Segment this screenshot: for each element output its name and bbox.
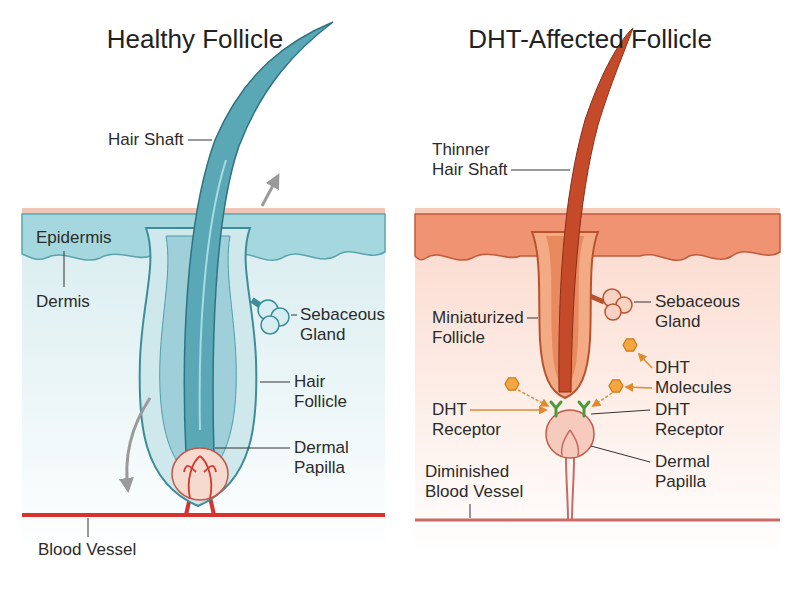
- receptor-symbol: [551, 402, 561, 416]
- capillary: [570, 430, 578, 456]
- vessel-branch: [566, 457, 568, 520]
- leader-line: [291, 315, 297, 316]
- leader-line: [591, 446, 650, 462]
- leader-lines: [64, 140, 297, 537]
- flow-arrow: [127, 398, 150, 490]
- dermis-region: [415, 212, 780, 557]
- blood-vessel: [22, 513, 385, 517]
- capillary: [184, 466, 196, 472]
- leader-line: [527, 318, 538, 319]
- leader-line: [634, 302, 651, 303]
- sebaceous-gland: [261, 316, 279, 334]
- leader-line: [470, 504, 471, 518]
- part-label: Diminished Blood Vessel: [425, 462, 530, 503]
- molecule-hexagon: [609, 380, 623, 392]
- part-label: Sebaceous Gland: [655, 292, 755, 333]
- leader-line: [591, 410, 650, 414]
- thin-hair-shaft: [559, 28, 633, 392]
- part-label: Hair Follicle: [294, 372, 374, 413]
- panel-title: Healthy Follicle: [107, 24, 283, 55]
- part-label: Dermal Papilla: [294, 438, 374, 479]
- dermal-papilla: [546, 410, 594, 458]
- part-label: Miniaturized Follicle: [432, 308, 532, 349]
- molecule-hexagon: [623, 339, 637, 351]
- part-label: Dermal Papilla: [655, 452, 735, 493]
- leader-line: [215, 448, 290, 449]
- capillaries: [184, 456, 216, 498]
- binding-arrows: [470, 354, 652, 410]
- capillary: [204, 466, 216, 472]
- dht-molecules: [505, 339, 637, 392]
- leader-line: [188, 140, 212, 141]
- leader-line: [511, 170, 570, 171]
- layer-label: Epidermis: [36, 228, 112, 248]
- pointer-arrow: [626, 387, 652, 388]
- epidermis-layer: [415, 214, 780, 260]
- binding-arrow: [518, 390, 548, 406]
- healthy-skin: [22, 22, 385, 557]
- receptor-symbol: [579, 402, 589, 416]
- part-label: Sebaceous Gland: [300, 305, 400, 346]
- leader-line: [64, 251, 65, 287]
- leader-line: [260, 382, 290, 383]
- part-label: DHT Receptor: [432, 400, 507, 441]
- part-label: Blood Vessel: [38, 540, 136, 560]
- growth-arrow: [262, 176, 278, 206]
- affected-skin: [415, 28, 780, 557]
- dermal-papilla: [172, 448, 228, 500]
- part-label: Thinner Hair Shaft: [432, 140, 512, 181]
- layer-label: Dermis: [36, 292, 90, 312]
- leader-line: [88, 518, 89, 537]
- molecule-hexagon: [505, 378, 519, 390]
- capillary: [200, 456, 211, 498]
- gland-duct: [590, 296, 604, 302]
- diminished-vessel: [415, 519, 780, 522]
- capillary: [562, 430, 570, 456]
- vessel-branch: [572, 457, 574, 520]
- part-label: DHT Molecules: [655, 358, 740, 399]
- skin-surface: [415, 208, 780, 214]
- capillary: [189, 456, 200, 498]
- pointer-arrow: [639, 354, 652, 368]
- part-label: Hair Shaft: [108, 130, 184, 150]
- shaft-highlight: [200, 160, 226, 430]
- sebaceous-gland: [605, 304, 621, 320]
- dht-receptors: [551, 402, 589, 416]
- part-label: DHT Receptor: [655, 400, 730, 441]
- panel-title: DHT-Affected Follicle: [468, 24, 712, 55]
- binding-arrow: [593, 393, 612, 406]
- pointer-arrow: [470, 409, 546, 411]
